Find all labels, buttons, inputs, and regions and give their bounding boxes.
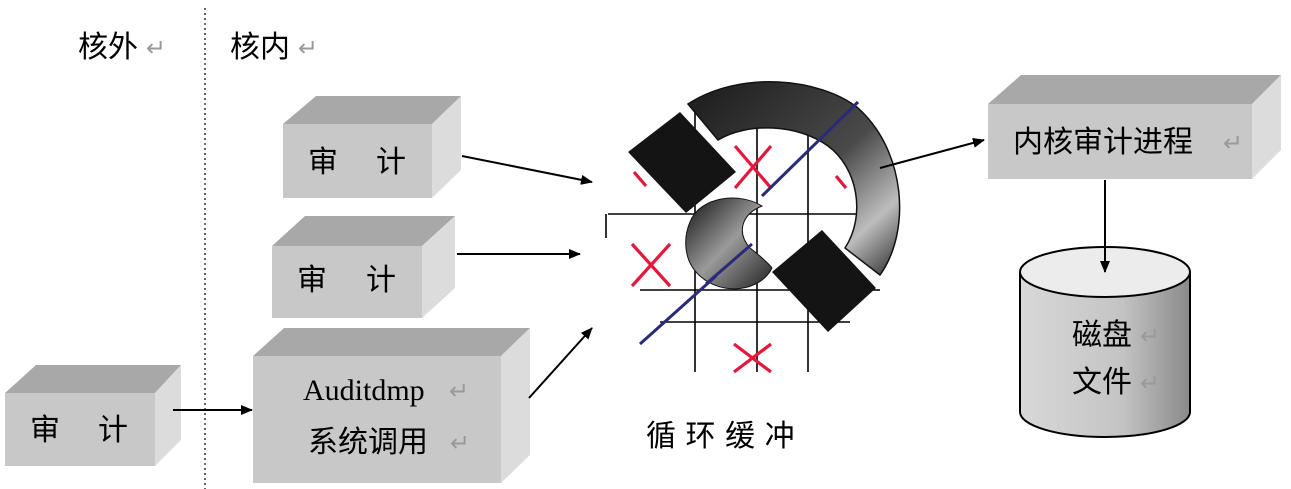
- buffer-x-marks: [630, 144, 854, 374]
- return-mark: ↵: [449, 377, 469, 405]
- audit-top-char1: 审: [308, 145, 338, 180]
- return-mark: ↵: [146, 34, 166, 62]
- audit-mid-char2: 计: [366, 263, 396, 298]
- zone-outside-text: 核外: [78, 30, 138, 65]
- return-mark: ↵: [1140, 322, 1160, 350]
- zone-inside-label: 核内 ↵: [230, 30, 318, 65]
- buffer-hub: [685, 197, 773, 290]
- audit-box-left: 审 计: [5, 365, 181, 466]
- audit-left-char1: 审: [30, 413, 60, 448]
- arrow-audit-top-to-buffer: [461, 155, 593, 185]
- audit-mid-char1: 审: [297, 263, 327, 298]
- zone-outside-label: 核外 ↵: [78, 30, 166, 65]
- auditdmp-title: Auditdmp: [303, 374, 425, 407]
- audit-box-top: 审 计: [283, 96, 461, 198]
- flow-arrows: [173, 138, 1110, 415]
- disk-file-cylinder: 磁盘 ↵ 文件 ↵: [1019, 246, 1191, 438]
- return-mark: ↵: [1140, 369, 1160, 397]
- auditdmp-subtitle: 系统调用: [308, 425, 428, 460]
- arrow-buffer-to-kernel-process: [879, 138, 985, 169]
- audit-box-middle: 审 计: [272, 216, 455, 318]
- circular-buffer-graphic: 循 环 缓 冲: [605, 81, 901, 454]
- audit-left-char2: 计: [98, 413, 128, 448]
- buffer-diagonals: [638, 100, 860, 346]
- zone-inside-text: 核内: [230, 30, 290, 65]
- auditdmp-box: Auditdmp ↵ 系统调用 ↵: [253, 328, 530, 483]
- disk-label-line2: 文件: [1072, 365, 1132, 400]
- disk-label-line1: 磁盘: [1072, 318, 1132, 353]
- arrow-auditdmp-to-buffer: [528, 327, 593, 399]
- return-mark: ↵: [450, 429, 470, 457]
- ring-outer-arc: [686, 81, 901, 277]
- kernel-process-label: 内核审计进程: [1013, 125, 1193, 160]
- buffer-block-lower: [772, 230, 876, 332]
- return-mark: ↵: [1223, 129, 1243, 157]
- audit-top-char2: 计: [376, 145, 406, 180]
- return-mark: ↵: [298, 34, 318, 62]
- circular-buffer-label: 循 环 缓 冲: [646, 419, 795, 454]
- buffer-block-upper: [628, 112, 736, 213]
- kernel-audit-process-box: 内核审计进程 ↵: [988, 75, 1281, 179]
